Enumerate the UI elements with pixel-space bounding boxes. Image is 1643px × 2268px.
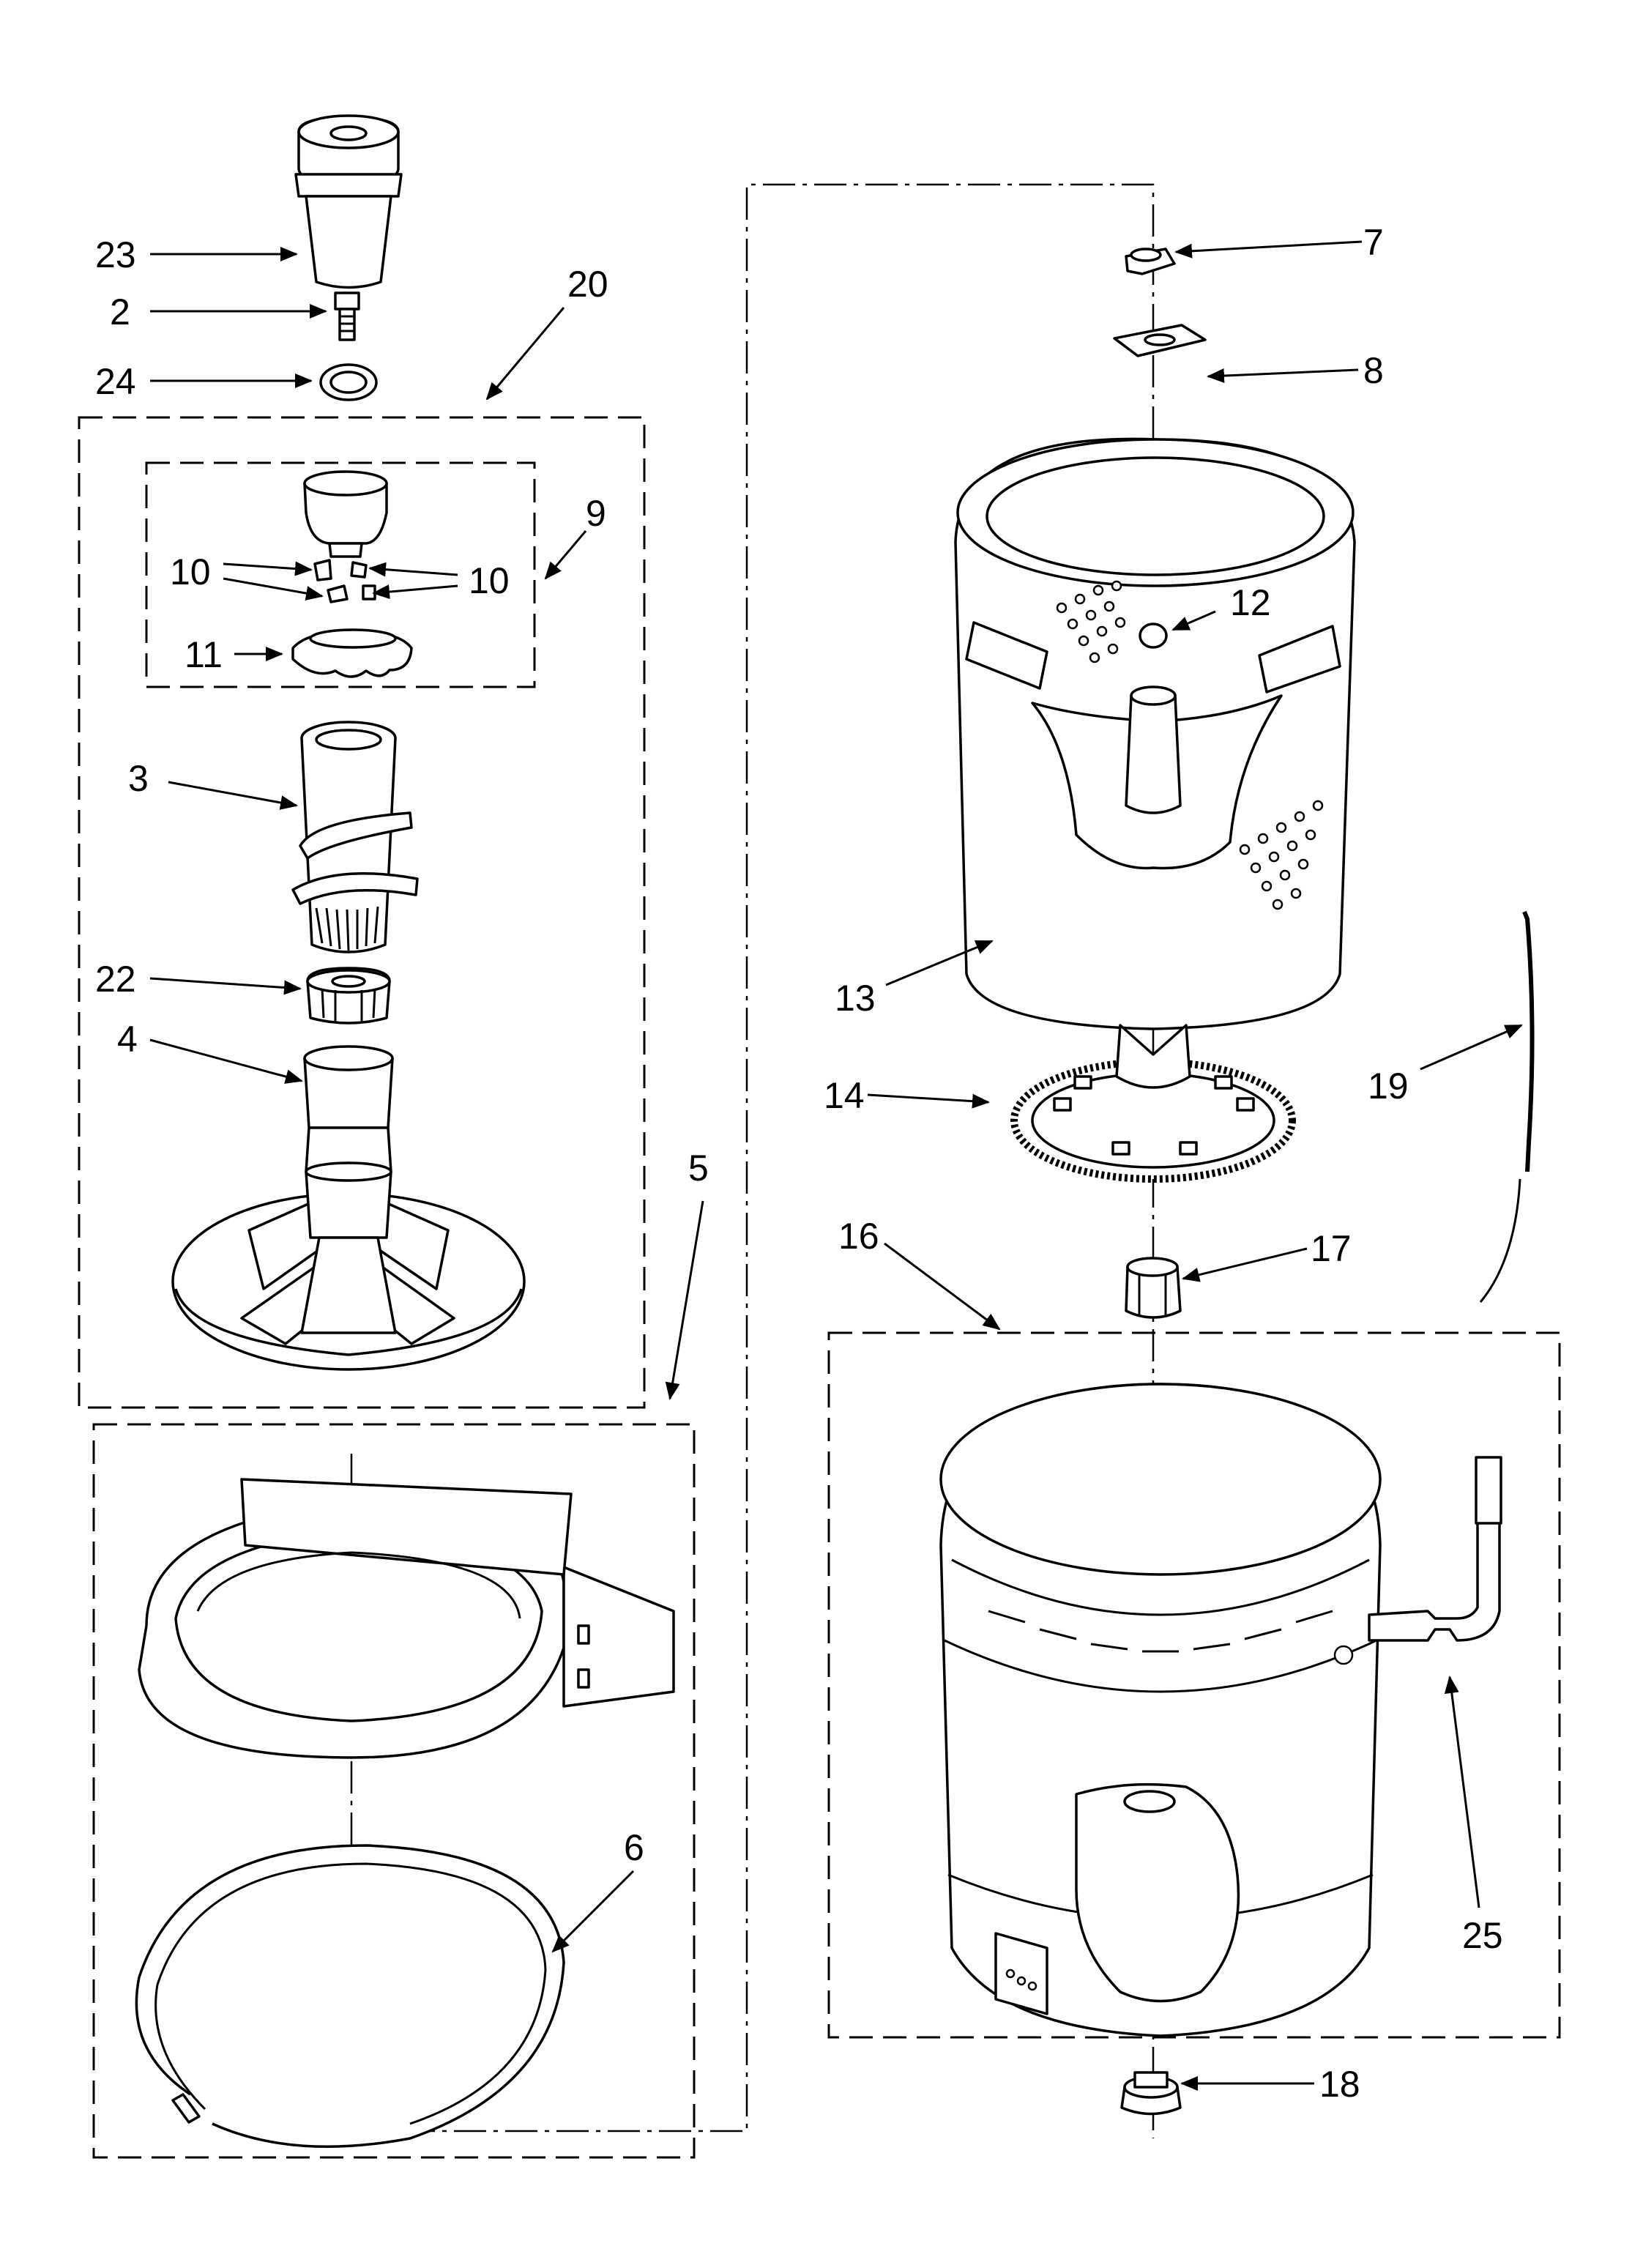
callout-9: 9 — [586, 493, 606, 534]
part-24-o-ring[interactable] — [319, 363, 378, 401]
callout-16: 16 — [838, 1216, 879, 1257]
callout-14: 14 — [824, 1075, 865, 1116]
part-23-fabric-softener-cap[interactable] — [294, 114, 403, 289]
callout-20: 20 — [567, 264, 608, 305]
group-box-9 — [145, 461, 536, 688]
part-2-bolt[interactable] — [334, 291, 360, 341]
callout-25: 25 — [1462, 1915, 1503, 1956]
callout-2: 2 — [110, 291, 130, 332]
callout-17: 17 — [1311, 1228, 1352, 1269]
callout-22: 22 — [95, 959, 136, 1000]
part-13-wash-basket[interactable] — [954, 437, 1356, 1030]
callout-7: 7 — [1363, 222, 1384, 263]
part-4-agitator-base[interactable] — [171, 1045, 526, 1371]
callout-24: 24 — [95, 361, 136, 402]
part-16-outer-tub[interactable] — [939, 1383, 1382, 2037]
group-box-20 — [78, 416, 646, 1409]
part-18-drain-plug[interactable] — [1120, 2071, 1182, 2116]
callout-8: 8 — [1363, 350, 1384, 391]
group-box-16 — [827, 1331, 1561, 2039]
part-5-tub-ring[interactable] — [138, 1478, 675, 1759]
part-17-spanner-nut[interactable] — [1125, 1257, 1182, 1319]
callout-10-left: 10 — [170, 551, 211, 592]
part-8-plate[interactable] — [1113, 324, 1207, 357]
part-25-pressure-hose[interactable] — [1368, 1456, 1502, 1642]
callout-19: 19 — [1368, 1066, 1409, 1107]
part-6-tub-ring-spring[interactable] — [135, 1844, 565, 2148]
part-11-dog-retainer[interactable] — [291, 628, 413, 678]
part-3-agitator-auger[interactable] — [291, 721, 419, 953]
part-19-air-tube[interactable] — [1479, 910, 1535, 1303]
callout-18: 18 — [1319, 2064, 1360, 2105]
callout-3: 3 — [128, 758, 149, 799]
connector-line — [351, 183, 1155, 2133]
part-7-snubber-clip[interactable] — [1125, 248, 1176, 275]
callout-13: 13 — [835, 978, 876, 1019]
part-9-cam-top[interactable] — [303, 470, 388, 558]
callout-4: 4 — [117, 1019, 138, 1060]
callout-23: 23 — [95, 234, 136, 275]
callout-10-right: 10 — [469, 560, 510, 601]
callout-12: 12 — [1230, 582, 1271, 623]
part-14-basket-hub[interactable] — [1010, 1024, 1296, 1183]
part-22-drive-bell[interactable] — [306, 967, 391, 1025]
callout-11: 11 — [185, 634, 223, 675]
callout-6: 6 — [624, 1827, 644, 1868]
group-box-5 — [92, 1423, 696, 2159]
callout-5: 5 — [688, 1148, 709, 1189]
part-10-dogs[interactable] — [313, 559, 376, 603]
